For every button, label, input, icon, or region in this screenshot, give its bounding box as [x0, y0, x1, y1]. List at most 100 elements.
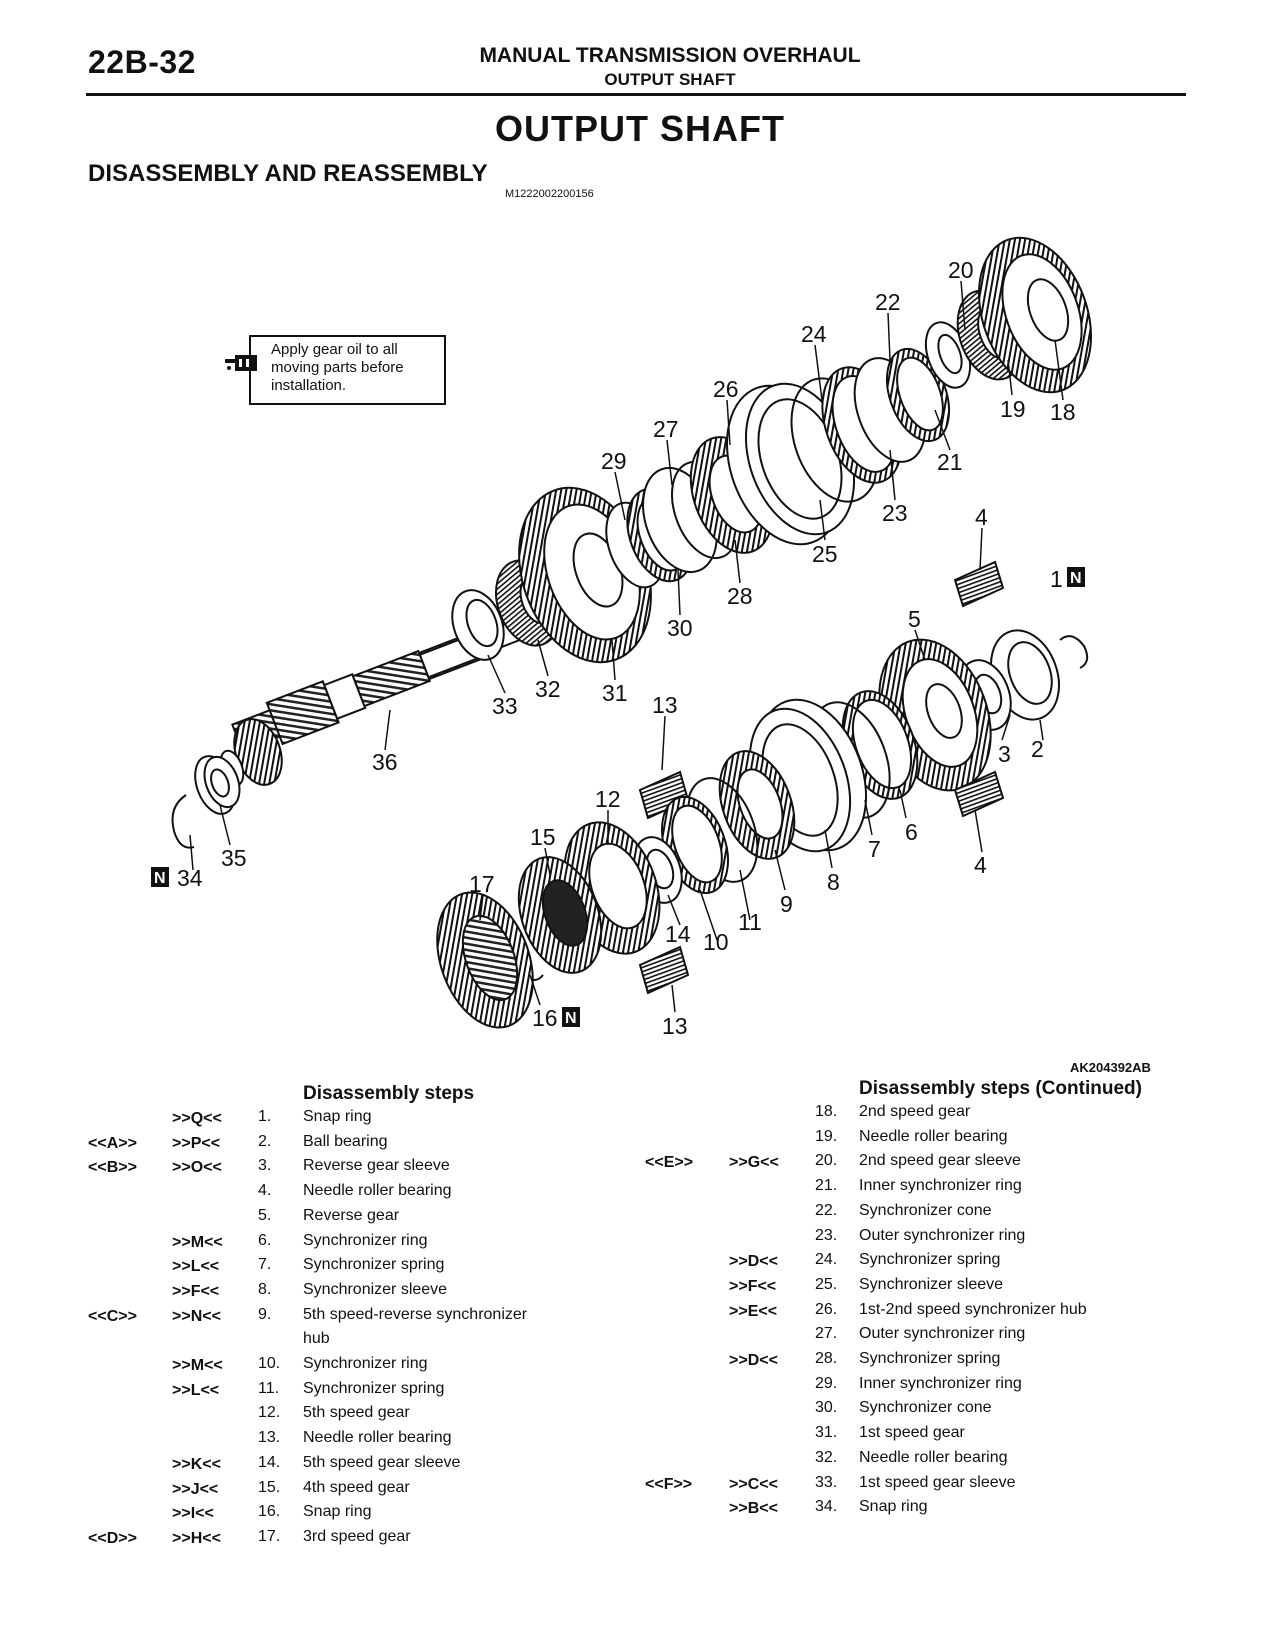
step-row: 21.Inner synchronizer ring	[645, 1177, 1125, 1202]
step-ref-a: <<F>>	[645, 1475, 693, 1493]
callout-28: 28	[727, 583, 753, 609]
step-ref-b: >>B<<	[729, 1500, 778, 1518]
callout-3: 3	[998, 741, 1011, 767]
callout-18: 18	[1050, 399, 1076, 425]
output-shaft-36	[231, 612, 541, 753]
callout-4-bottom: 4	[974, 852, 987, 878]
step-ref-b: >>K<<	[172, 1455, 221, 1473]
step-row: >>L<<11.Synchronizer spring	[88, 1380, 568, 1405]
page-number: 22B-32	[88, 44, 196, 80]
step-number: 17.	[258, 1527, 281, 1545]
callout-27: 27	[653, 416, 679, 442]
step-number: 32.	[815, 1448, 838, 1466]
step-number: 31.	[815, 1424, 838, 1442]
step-number: 6.	[258, 1231, 272, 1249]
step-name: Synchronizer sleeve	[859, 1275, 1004, 1293]
step-ref-a: <<B>>	[88, 1159, 137, 1177]
header-rule	[86, 93, 1186, 96]
step-name: Synchronizer sleeve	[303, 1280, 448, 1298]
step-ref-b: >>G<<	[729, 1154, 779, 1172]
gear-oil-note: Apply gear oil to all moving parts befor…	[225, 335, 446, 405]
step-row: 29. Inner synchronizer ring	[645, 1375, 1125, 1400]
callout-4-top: 4	[975, 504, 988, 530]
lower-assembly	[436, 560, 1089, 1029]
step-ref-b: >>P<<	[172, 1134, 221, 1152]
step-number: 25.	[815, 1275, 838, 1293]
step-number: 10.	[258, 1355, 281, 1372]
step-row: >>E<<26.1st-2nd speed synchronizer hub	[645, 1301, 1125, 1326]
step-number: 16.	[258, 1503, 281, 1521]
steps-right-heading: Disassembly steps (Continued)	[859, 1078, 1142, 1099]
step-name: hub	[303, 1330, 330, 1348]
step-row: 19.Needle roller bearing	[645, 1128, 1125, 1153]
step-row: 4.Needle roller bearing	[88, 1182, 568, 1207]
step-name: Synchronizer ring	[303, 1231, 428, 1249]
step-ref-b: >>Q<<	[172, 1110, 222, 1127]
callout-labels: 20 22 24 26 27 29 19 18 21 23 25 28 30 4…	[177, 257, 1076, 1039]
step-name: Synchronizer cone	[859, 1399, 992, 1417]
step-number: 5.	[258, 1206, 272, 1224]
step-row: >>L<<7.Synchronizer spring	[88, 1256, 568, 1281]
step-row: >>M<<6.Synchronizer ring	[88, 1232, 568, 1257]
step-ref-b: >>L<<	[172, 1381, 220, 1399]
callout-33: 33	[492, 693, 518, 719]
callout-31: 31	[602, 680, 628, 706]
step-name: 4th speed gear	[303, 1478, 410, 1496]
step-name: Synchronizer spring	[303, 1379, 445, 1397]
step-number: 8.	[258, 1280, 272, 1298]
step-ref-b: >>N<<	[172, 1307, 221, 1325]
step-number: 14.	[258, 1453, 281, 1471]
step-name: 2nd speed gear	[859, 1103, 971, 1120]
callout-8: 8	[827, 869, 840, 895]
chapter-title: MANUAL TRANSMISSION OVERHAUL	[479, 44, 861, 67]
gear-17	[436, 891, 534, 1029]
step-name: Inner synchronizer ring	[859, 1177, 1022, 1195]
step-ref-b: >>J<<	[172, 1480, 219, 1498]
leader-lines	[189, 280, 1064, 1013]
step-ref-a: <<A>>	[88, 1134, 137, 1152]
callout-35: 35	[221, 845, 247, 871]
step-number: 12.	[258, 1404, 281, 1422]
gear-18	[977, 236, 1093, 394]
step-number: 34.	[815, 1498, 838, 1516]
step-name: 5th speed gear	[303, 1404, 410, 1422]
callout-6: 6	[905, 819, 918, 845]
step-number: 28.	[815, 1350, 838, 1367]
step-number: 22.	[815, 1201, 838, 1219]
step-row: >>F<<25.Synchronizer sleeve	[645, 1276, 1125, 1301]
step-row: 5. Reverse gear	[88, 1207, 568, 1232]
step-row: 23.Outer synchronizer ring	[645, 1227, 1125, 1252]
step-name: 5th speed gear sleeve	[303, 1453, 461, 1471]
step-number: 13.	[258, 1429, 281, 1447]
step-name: Reverse gear	[303, 1206, 400, 1224]
document-id: M1222002200156	[505, 188, 594, 200]
callout-12: 12	[595, 786, 621, 812]
callout-2: 2	[1031, 736, 1044, 762]
callout-1: 1	[1050, 566, 1063, 592]
step-number: 7.	[258, 1256, 272, 1274]
step-name: Needle roller bearing	[303, 1182, 452, 1200]
callout-22: 22	[875, 289, 901, 315]
svg-text:N: N	[1070, 570, 1082, 587]
callout-25: 25	[812, 541, 838, 567]
step-row: 12. 5th speed gear	[88, 1404, 568, 1429]
step-name: 1st-2nd speed synchronizer hub	[859, 1300, 1087, 1318]
step-number: 29.	[815, 1374, 838, 1392]
step-number: 27.	[815, 1325, 838, 1343]
step-number: 23.	[815, 1226, 838, 1244]
callout-10: 10	[703, 929, 729, 955]
step-ref-a: <<E>>	[645, 1154, 694, 1172]
n-marks: N N N	[151, 567, 1085, 1027]
step-ref-b: >>L<<	[172, 1258, 220, 1276]
step-row: <<D>>>>H<<17.3rd speed gear	[88, 1528, 568, 1553]
callout-23: 23	[882, 500, 908, 526]
step-row: 30.Synchronizer cone	[645, 1399, 1125, 1424]
step-number: 26.	[815, 1300, 838, 1318]
gear-15	[517, 856, 603, 974]
step-row: 18.2nd speed gear	[645, 1103, 1125, 1128]
step-name: Inner synchronizer ring	[859, 1374, 1022, 1392]
step-name: 1st speed gear	[859, 1424, 965, 1442]
callout-34: 34	[177, 865, 203, 891]
page-subtitle: DISASSEMBLY AND REASSEMBLY	[88, 160, 488, 187]
